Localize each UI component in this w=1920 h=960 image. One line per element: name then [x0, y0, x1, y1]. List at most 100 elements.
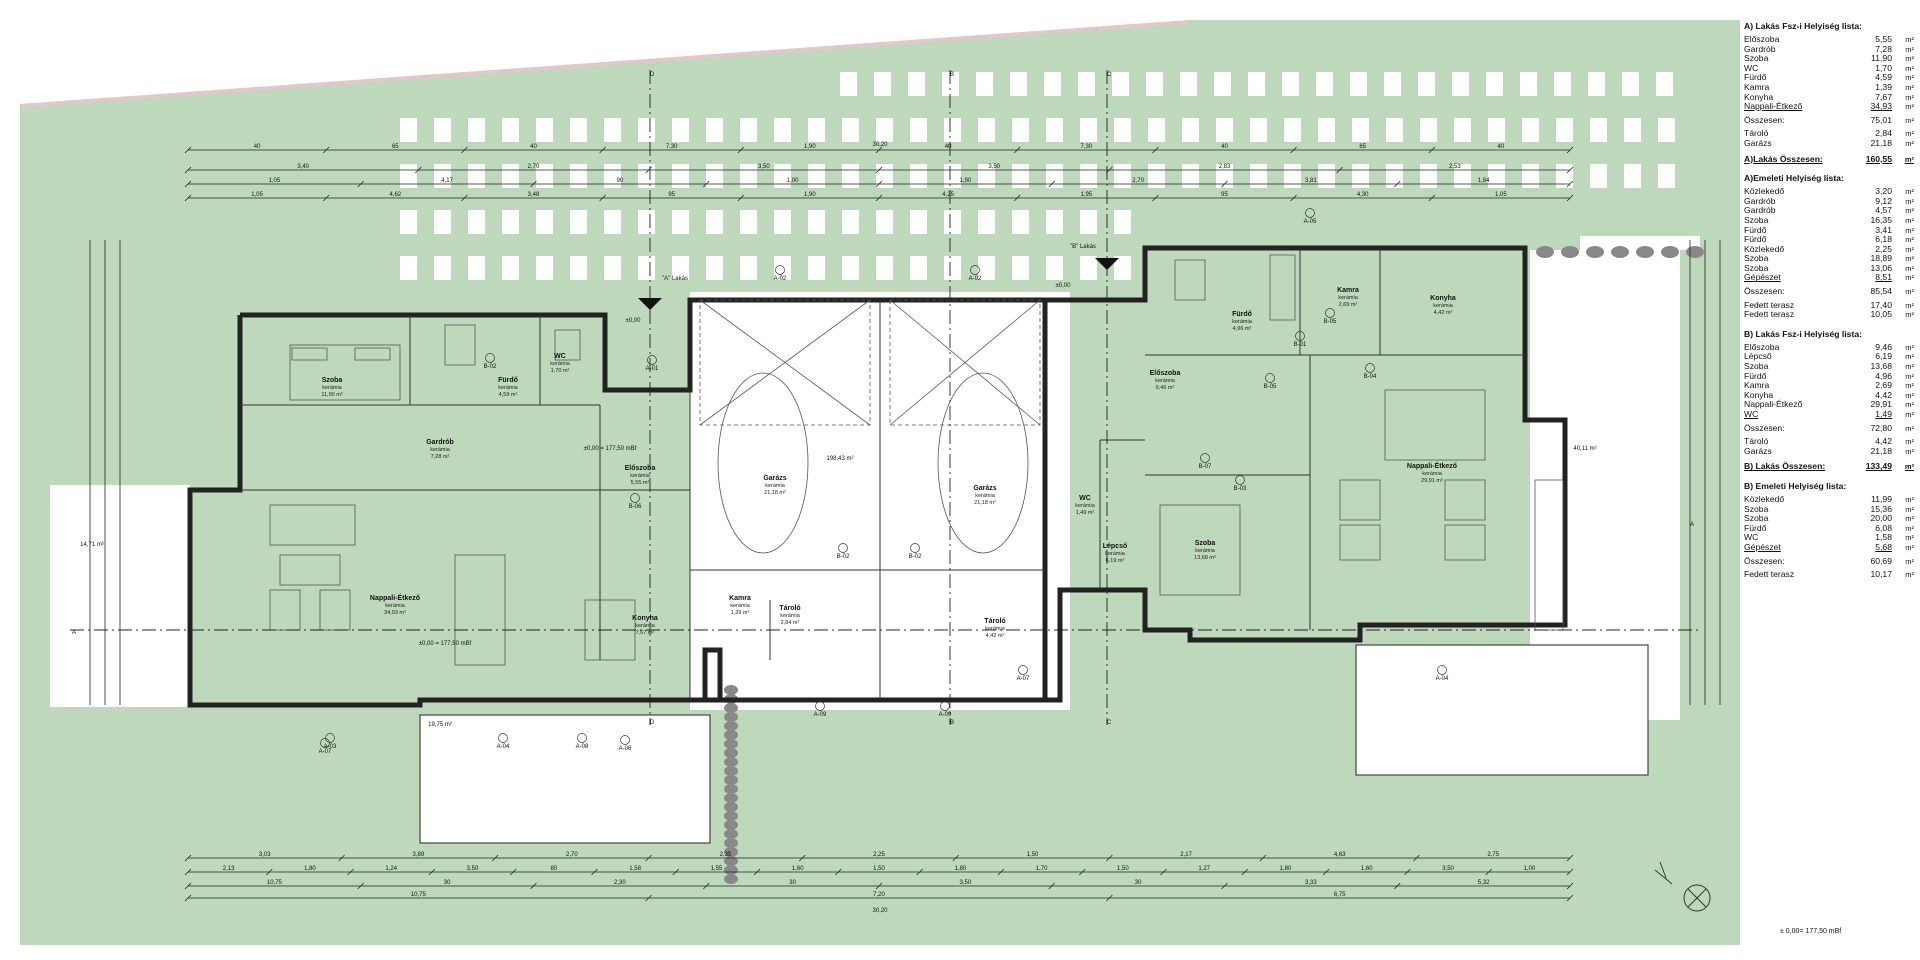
area-unit: m² — [1905, 115, 1914, 125]
tag-circle — [815, 701, 825, 711]
dimension-tick — [702, 882, 710, 890]
room-area: 4,42 — [1875, 436, 1892, 447]
dimension-tick — [184, 868, 192, 876]
dimension-label: 80 — [550, 866, 557, 872]
door-window-tag: B-03 — [1234, 486, 1247, 492]
area-unit: m² — [1905, 400, 1914, 410]
dimension-tick — [461, 194, 468, 202]
room-area: 1,49 — [1875, 409, 1892, 419]
dimension-label: 1,95 — [1080, 192, 1092, 198]
dimension-label: 2,70 — [528, 164, 540, 170]
room-area: 2,69 — [1875, 380, 1892, 391]
unit-b-label: "B" Lakás — [1070, 244, 1096, 250]
top-total-dimension: 30,20 — [872, 142, 888, 148]
dimension-label: 30 — [444, 880, 451, 886]
room-label-finish: kerámia — [765, 483, 786, 489]
dimension-tick — [1013, 146, 1021, 154]
dimension-label: 1,90 — [804, 192, 816, 198]
dimension-label: 4,62 — [389, 192, 401, 198]
room-name: WC — [1744, 409, 1759, 419]
dimension-label: 2,35 — [720, 852, 732, 858]
area-unit: m² — [1905, 437, 1914, 447]
area-unit: m² — [1905, 254, 1914, 264]
room-name: Gardrób — [1744, 205, 1776, 216]
room-area: 133,49 — [1865, 461, 1892, 472]
dimension-label: 40 — [945, 144, 952, 150]
room-label-area: 21,18 m² — [974, 500, 996, 506]
room-area: 11,90 — [1871, 53, 1892, 64]
room-name: Konyha — [1744, 91, 1774, 102]
room-name: Fürdő — [1744, 370, 1767, 381]
room-area: 85,54 — [1870, 286, 1892, 297]
room-area: 10,05 — [1870, 309, 1892, 320]
dimension-label: 3,50 — [467, 866, 479, 872]
dimension-tick — [184, 146, 192, 154]
room-label-finish: kerámia — [385, 603, 406, 609]
dimension-tick — [347, 868, 354, 876]
area-unit: m² — [1905, 494, 1914, 504]
dimension-tick — [875, 194, 883, 202]
dimension-label: 1,90 — [804, 144, 816, 150]
dimension-tick — [1221, 882, 1228, 890]
dimension-tick — [835, 868, 842, 876]
room-name: Közlekedő — [1744, 186, 1785, 197]
dimension-label: 6,75 — [1334, 892, 1346, 898]
room-name: Tároló — [1744, 128, 1769, 139]
room-area: 2,84 — [1875, 128, 1892, 139]
dimension-tick — [322, 194, 330, 202]
schedule-title: A) Lakás Fsz-i Helyiség lista: — [1744, 21, 1862, 31]
room-area: 15,36 — [1870, 503, 1892, 514]
dimension-label: 2,83 — [1219, 164, 1231, 170]
room-label-finish: kerámia — [1338, 295, 1359, 301]
plan-annotations: "A" Lakás"B" Lakás±0,00 = 177,50 mBf±0,0… — [72, 72, 1694, 755]
dimension-tick — [798, 854, 806, 862]
dimension-tick — [1048, 180, 1056, 188]
dimension-label: 1,24 — [385, 866, 397, 872]
door-window-tag: A-02 — [969, 276, 982, 282]
grid-axis-label-right: A — [1690, 522, 1694, 528]
dimension-tick — [875, 146, 883, 154]
area-unit: m² — [1905, 235, 1914, 245]
tag-circle — [577, 733, 587, 743]
dimension-label: 7,20 — [873, 892, 885, 898]
room-name: Összesen: — [1744, 286, 1785, 297]
grid-axis-label-bottom: C — [1107, 720, 1112, 726]
tag-circle — [970, 265, 980, 275]
dimension-label: 30 — [1135, 880, 1142, 886]
room-label-name: Tároló — [984, 618, 1005, 625]
dimension-tick — [1428, 194, 1436, 202]
door-window-tag: A-09 — [939, 712, 952, 718]
room-label-finish: kerámia — [985, 626, 1006, 632]
dimension-label: 3,50 — [1442, 866, 1454, 872]
dimension-tick — [1566, 868, 1574, 876]
room-label-area: 9,46 m² — [1156, 385, 1175, 391]
door-window-tag: B-04 — [1364, 374, 1377, 380]
room-area: 21,18 — [1870, 445, 1892, 456]
tag-circle — [1265, 373, 1275, 383]
dimension-tick — [1259, 854, 1267, 862]
room-area: 6,18 — [1875, 234, 1892, 245]
level-mark-a: ±0,00 = 177,50 mBf — [584, 446, 637, 452]
room-label-finish: kerámia — [630, 473, 651, 479]
